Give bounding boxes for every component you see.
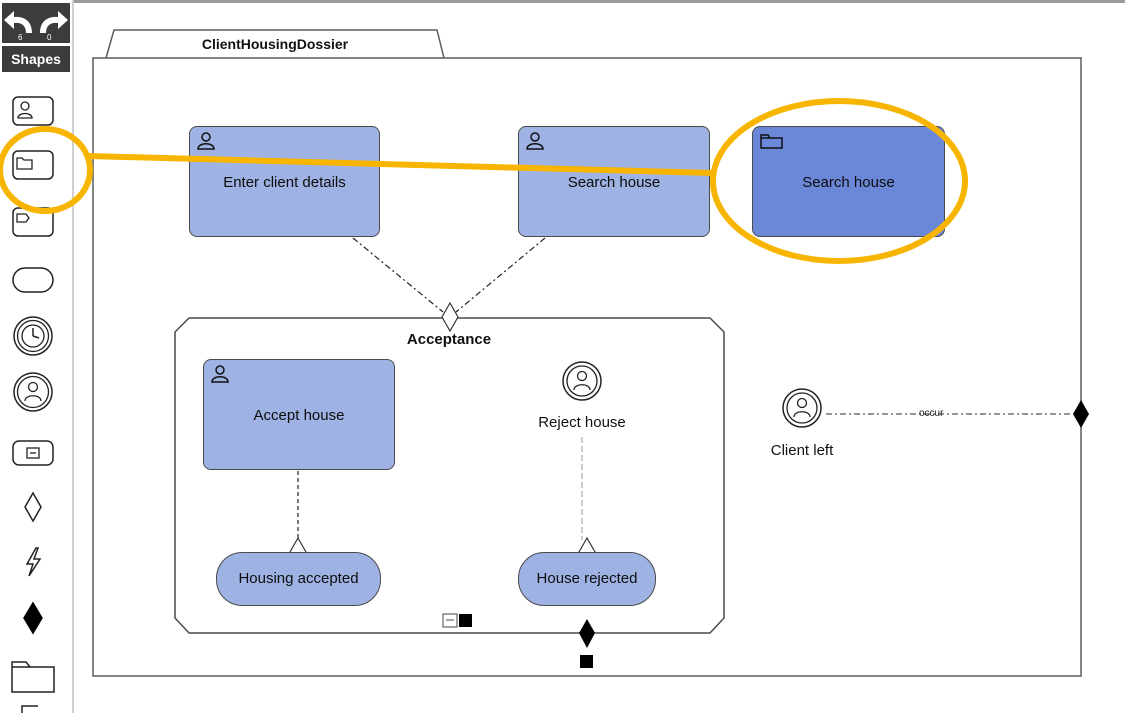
exit-criterion-acceptance[interactable] [579,619,595,648]
task-search-house[interactable]: Search house [518,126,710,237]
case-frame [92,57,1082,677]
entry-criterion-tool[interactable] [6,487,60,527]
connector-label-occur: occur [919,408,944,419]
top-border [72,0,1125,3]
process-task-tool[interactable] [6,203,60,243]
stage-auto-complete-marker [459,614,472,627]
milestone-icon [12,267,54,293]
timer-event-tool[interactable] [6,314,60,356]
event-label-reject-house: Reject house [538,414,626,431]
milestone-tool[interactable] [6,260,60,300]
human-task-icon [12,96,54,126]
folder-task-icon [760,134,783,149]
user-event-tool[interactable] [6,370,60,412]
connector-enter-to-acceptance[interactable] [352,237,444,313]
stage-title: Acceptance [406,331,492,348]
exit-criterion-case[interactable] [1073,400,1089,428]
case-tab [105,29,445,59]
timer-event-icon [13,316,53,356]
milestone-house-rejected[interactable]: House rejected [518,552,656,606]
plan-fragment-tool[interactable] [6,435,60,475]
undo-redo-bar: 6 0 [2,3,70,43]
user-event-icon [573,370,591,391]
stop-square [580,655,593,668]
task-search-house-case[interactable]: Search house [752,126,945,237]
entry-criterion-acceptance[interactable] [441,301,459,333]
shapes-header: Shapes [2,46,70,72]
human-task-tool[interactable] [6,92,60,132]
task-label: Accept house [253,407,345,424]
reject-house-event[interactable] [562,361,602,401]
redo-arrow-icon[interactable]: 0 [40,11,68,42]
svg-text:6: 6 [18,33,23,42]
task-label: Search house [802,174,895,191]
event-listener-tool[interactable] [6,542,60,582]
task-enter-client-details[interactable]: Enter client details [189,126,380,237]
task-accept-house[interactable]: Accept house [203,359,395,470]
more-tools-indicator [6,704,60,713]
milestone-housing-accepted[interactable]: Housing accepted [216,552,381,606]
plan-fragment-icon [12,440,54,466]
case-title: ClientHousingDossier [201,36,349,52]
task-label: Enter client details [223,174,346,191]
case-file-item-tool[interactable] [6,654,60,694]
process-task-icon [12,207,54,237]
human-task-icon [197,132,215,150]
diamond-outline-icon [24,491,42,523]
connector-search-to-acceptance[interactable] [455,237,546,313]
shape-toolbar: 6 0 Shapes [0,0,74,713]
folder-icon [11,661,55,693]
svg-text:0: 0 [47,33,52,42]
user-event-icon [13,372,53,412]
diamond-filled-icon [23,601,43,635]
event-label-client-left: Client left [770,442,834,459]
task-label: Search house [567,174,661,191]
client-left-event[interactable] [782,388,822,428]
exit-criterion-tool[interactable] [6,598,60,638]
user-event-icon [793,397,811,418]
undo-arrow-icon[interactable]: 6 [4,11,32,42]
human-task-icon [526,132,544,150]
lightning-icon [25,547,42,577]
human-task-icon [211,365,229,383]
